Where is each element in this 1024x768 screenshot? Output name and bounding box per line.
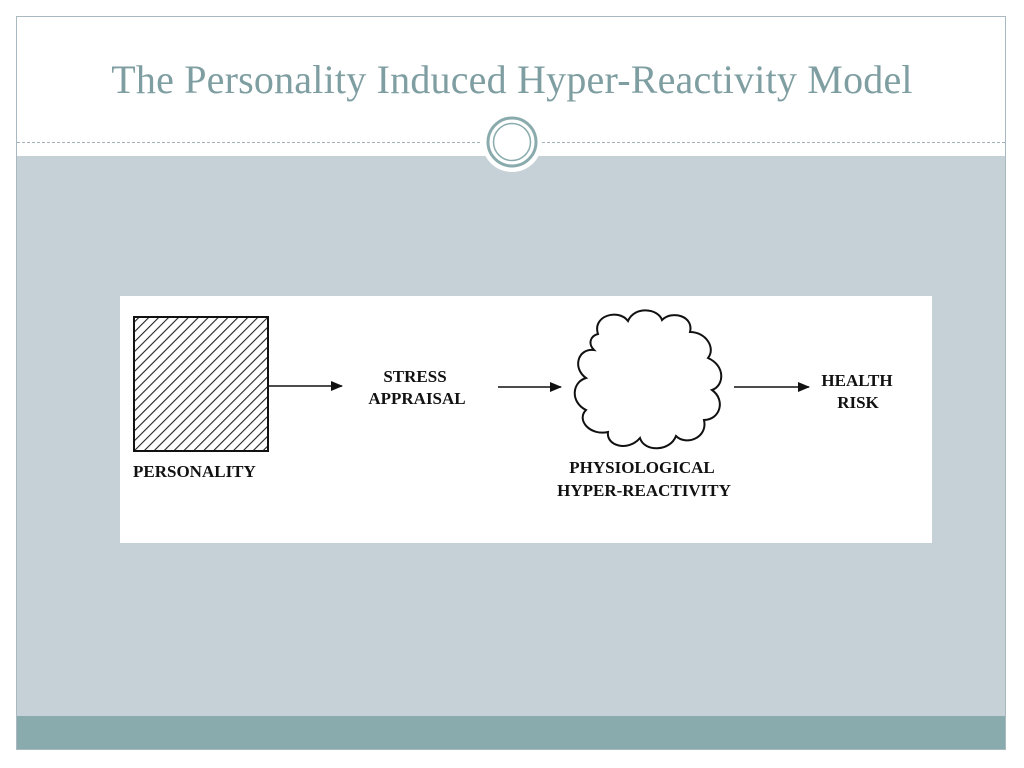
cloud-shape: [573, 309, 723, 450]
personality-box: [133, 316, 269, 452]
health-label-line1: HEALTH: [821, 371, 892, 390]
circle-ornament-icon: [482, 112, 542, 172]
diagram: PERSONALITY STRESS APPRAISAL PHYSIOLOGIC…: [120, 296, 932, 543]
physio-label-line1: PHYSIOLOGICAL: [569, 458, 714, 477]
personality-node: PERSONALITY: [133, 316, 269, 481]
stress-label-line1: STRESS: [383, 367, 446, 386]
personality-label: PERSONALITY: [133, 462, 256, 481]
health-label-line2: RISK: [837, 393, 879, 412]
stress-label-line2: APPRAISAL: [368, 389, 465, 408]
diagram-canvas: PERSONALITY STRESS APPRAISAL PHYSIOLOGIC…: [133, 309, 893, 500]
physio-label-line2: HYPER-REACTIVITY: [557, 481, 731, 500]
footer-bar: [17, 716, 1005, 749]
physiological-node: PHYSIOLOGICAL HYPER-REACTIVITY: [557, 309, 731, 500]
stress-appraisal-node: STRESS APPRAISAL: [368, 367, 465, 408]
slide-title: The Personality Induced Hyper-Reactivity…: [111, 57, 913, 102]
health-risk-node: HEALTH RISK: [821, 371, 892, 412]
